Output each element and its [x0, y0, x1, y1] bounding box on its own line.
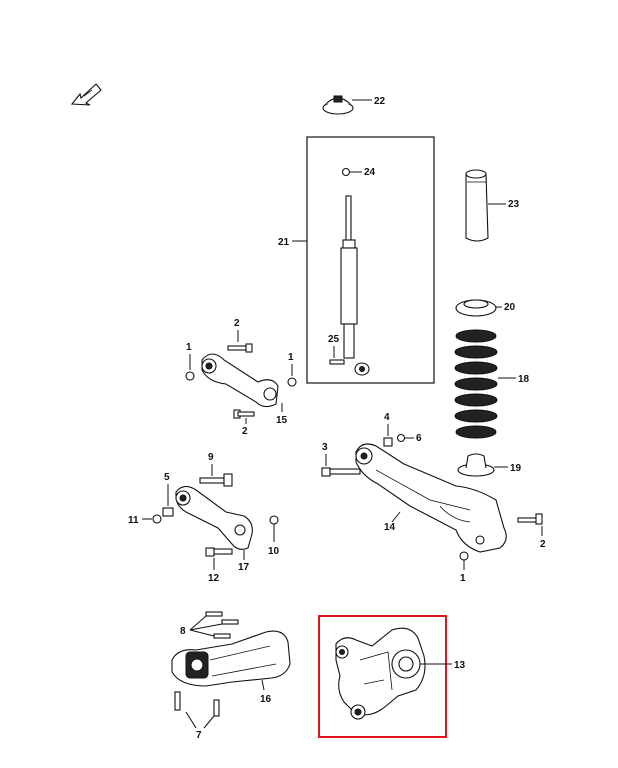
- part-9-bolt: 9: [199, 452, 233, 487]
- part-19-lower-isolator: 19: [457, 453, 522, 477]
- callout-2b: 2: [242, 426, 248, 437]
- callout-14: 14: [384, 522, 396, 533]
- front-direction-arrow-icon: [70, 83, 102, 106]
- callout-15: 15: [276, 415, 288, 426]
- part-6-nut: 6: [396, 433, 422, 444]
- callout-3: 3: [322, 442, 328, 453]
- part-15-upper-control-arm: 15: [201, 353, 288, 426]
- callout-21: 21: [278, 237, 290, 248]
- part-2-bolt-lower: 2: [233, 409, 255, 437]
- part-23-jounce-bumper: 23: [465, 169, 520, 242]
- callout-25: 25: [328, 334, 340, 345]
- callout-4: 4: [384, 412, 390, 423]
- callout-17: 17: [238, 562, 250, 573]
- part-13-knuckle: 13: [335, 627, 466, 720]
- part-14-spring-link: 14: [355, 443, 507, 553]
- part-4-bolt: 4: [383, 412, 393, 447]
- part-25-bolt: 25: [328, 334, 345, 365]
- part-10-nut: 10: [268, 515, 280, 557]
- callout-12: 12: [208, 573, 220, 584]
- part-24-nut: 24: [341, 167, 376, 178]
- part-20-spring-isolator: 20: [455, 299, 516, 317]
- callout-23: 23: [508, 199, 520, 210]
- callout-22: 22: [374, 96, 386, 107]
- part-3-bolt: 3: [321, 442, 361, 477]
- callout-8: 8: [180, 626, 186, 637]
- callout-18: 18: [518, 374, 530, 385]
- callout-9: 9: [208, 452, 214, 463]
- callout-20: 20: [504, 302, 516, 313]
- part-1-nut-right: 1: [287, 352, 297, 387]
- callout-1c: 1: [460, 573, 466, 584]
- part-16-trailing-link: 16: [171, 630, 291, 705]
- callout-6: 6: [416, 433, 422, 444]
- callout-5: 5: [164, 472, 170, 483]
- part-5-bolt: 5: [162, 472, 174, 517]
- part-2-bolt-top: 2: [227, 318, 253, 353]
- shock-group-box: [306, 136, 435, 384]
- callout-2a: 2: [234, 318, 240, 329]
- part-11-nut: 11: [128, 514, 162, 526]
- part-1-nut-left: 1: [185, 342, 195, 381]
- callout-1b: 1: [288, 352, 294, 363]
- callout-16: 16: [260, 694, 272, 705]
- callout-24: 24: [364, 167, 376, 178]
- callout-2c: 2: [540, 539, 546, 550]
- part-8-bolts: 8: [180, 611, 239, 639]
- part-2-bolt-right: 2: [517, 513, 546, 550]
- part-22-upper-mount: 22: [322, 95, 386, 115]
- callout-19: 19: [510, 463, 522, 474]
- part-12-bolt: 12: [205, 547, 233, 584]
- part-17-lateral-link: 17: [175, 485, 253, 573]
- callout-13: 13: [454, 660, 466, 671]
- part-1-nut-bottom: 1: [459, 551, 469, 584]
- callout-11: 11: [128, 515, 139, 526]
- part-21-shock-absorber: 21: [278, 195, 370, 376]
- part-7-bolts: 7: [174, 691, 220, 741]
- callout-7: 7: [196, 730, 202, 741]
- callout-1a: 1: [186, 342, 192, 353]
- callout-10: 10: [268, 546, 280, 557]
- highlight-box-13: [318, 615, 447, 738]
- part-18-coil-spring: 18: [454, 329, 530, 439]
